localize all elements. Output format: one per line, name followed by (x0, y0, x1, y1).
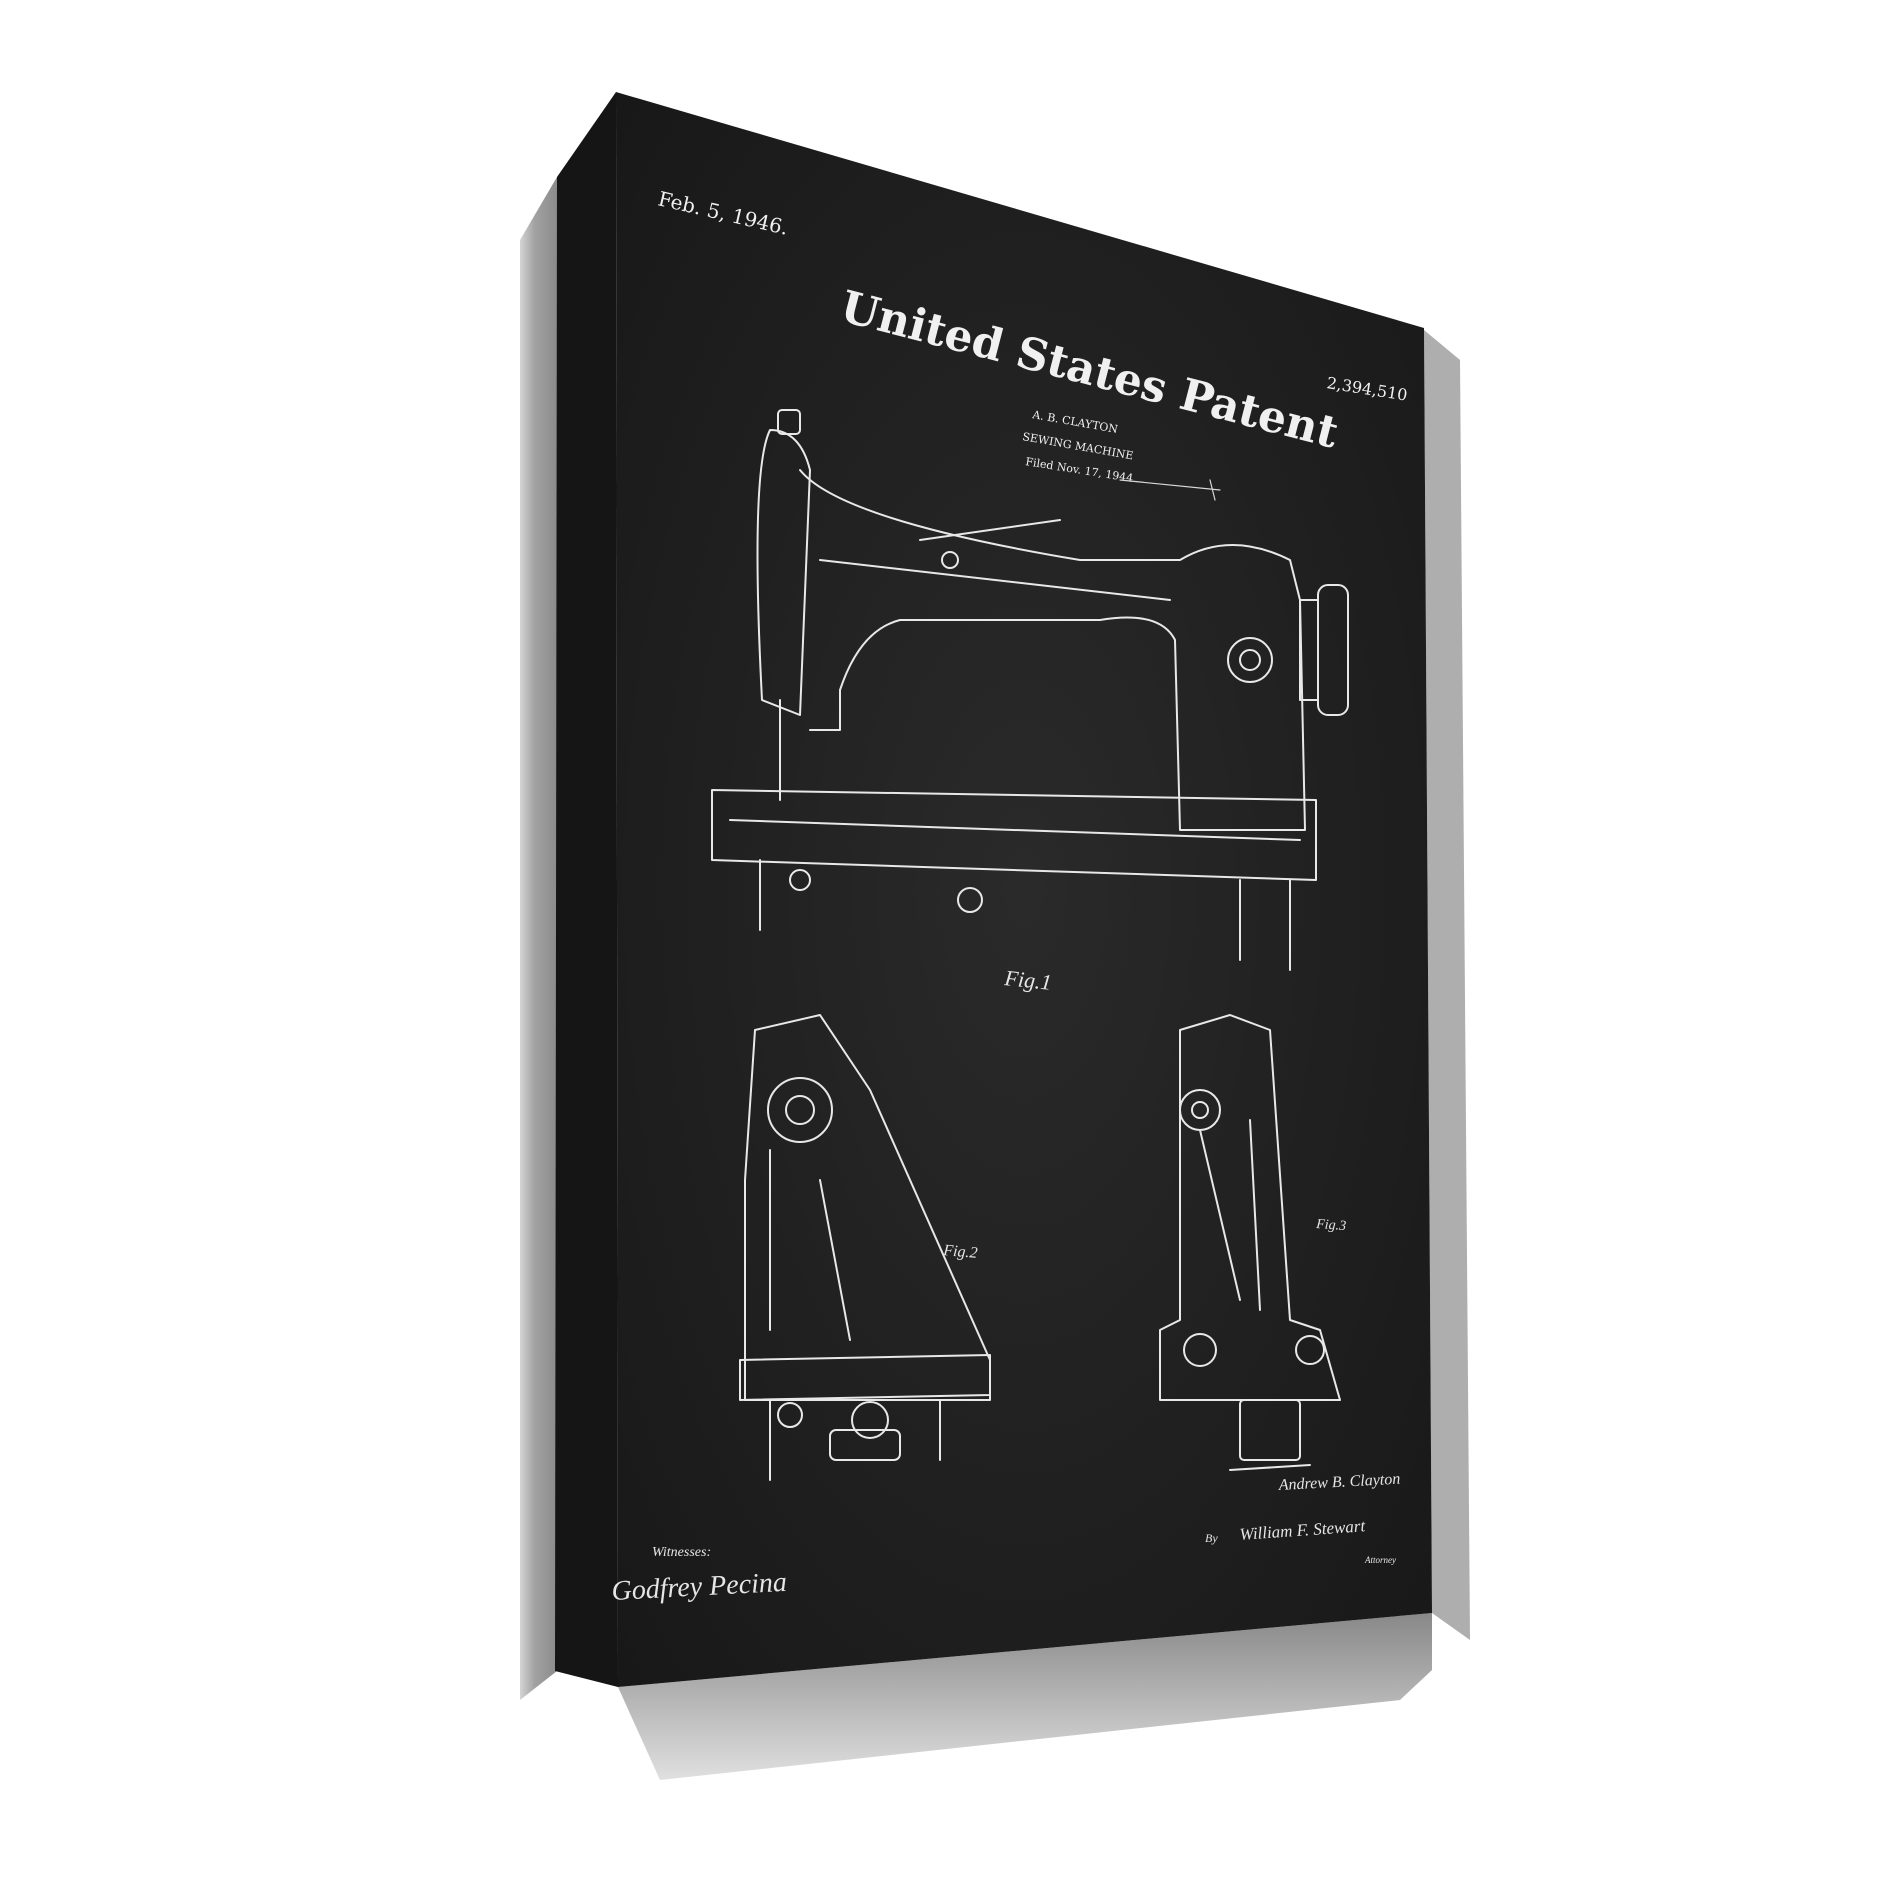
witness-label: Witnesses: (652, 1545, 711, 1560)
figure-3-label: Fig.3 (1315, 1217, 1347, 1234)
canvas-side-edge (555, 92, 618, 1687)
attorney-label: Attorney (1364, 1555, 1396, 1565)
wall-shadow (520, 177, 557, 1700)
attorney-prefix: By (1205, 1531, 1218, 1545)
figure-2-label: Fig.2 (942, 1242, 979, 1262)
figure-1-label: Fig.1 (1002, 965, 1052, 995)
